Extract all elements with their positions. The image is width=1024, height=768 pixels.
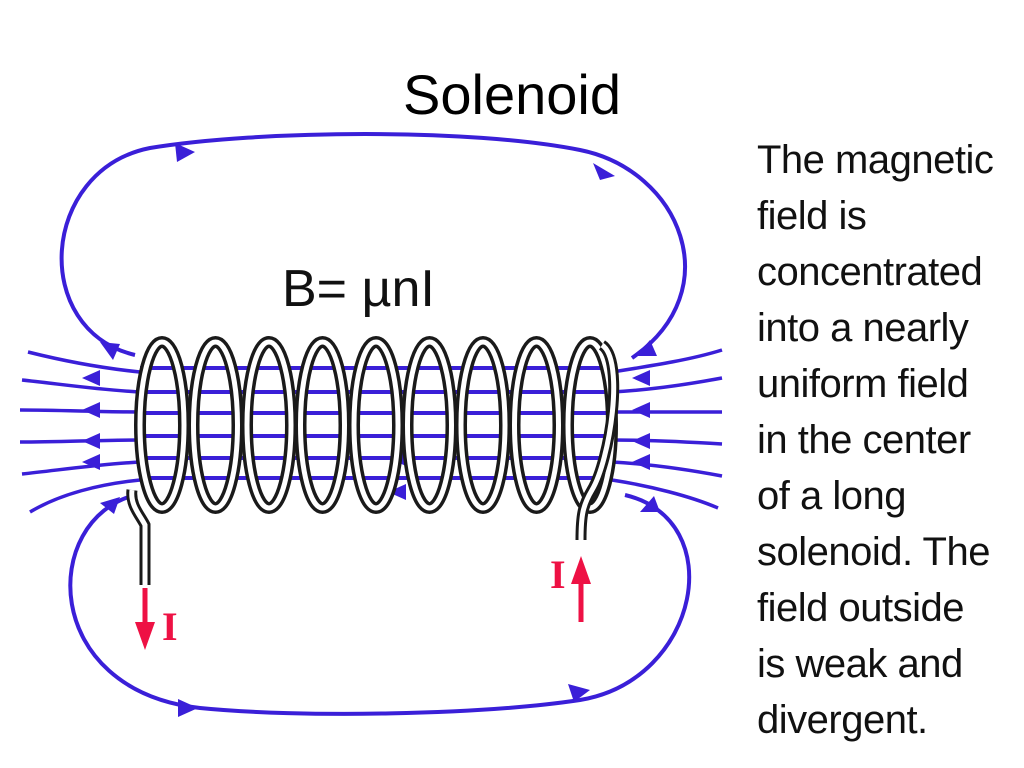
top-field-loop (59, 132, 687, 360)
solenoid-coil (134, 336, 618, 514)
arrow-head (632, 402, 650, 418)
current-label-right: I (550, 552, 566, 597)
arrow-head (82, 370, 100, 386)
interior-field-lines (140, 366, 612, 480)
arrow-head (593, 163, 615, 180)
left-fringe-line (19, 438, 141, 444)
description-line: divergent. (757, 698, 928, 742)
arrow-head (632, 370, 650, 386)
right-fringe-line (611, 478, 719, 510)
coil-turn-inner (298, 339, 347, 511)
current-arrow-left-head (135, 622, 155, 650)
coil-turn-inner (405, 339, 454, 511)
arrow-head (100, 342, 120, 360)
bottom-field-loop (68, 493, 692, 716)
lead-wires (126, 340, 620, 585)
fringe-field-lines (19, 348, 723, 514)
arrow-head (82, 454, 100, 470)
description-line: concentrated (757, 250, 983, 294)
current-label-left: I (162, 604, 178, 649)
arrow-head (636, 340, 657, 356)
arrow-head (632, 433, 650, 449)
arrow-head (82, 402, 100, 418)
left-fringe-line (19, 408, 141, 414)
left-lead-wire-inner (129, 489, 148, 585)
left-fringe-line (21, 378, 141, 394)
current-indicators: I I (135, 552, 591, 650)
description-line: solenoid. The (757, 530, 990, 574)
description-line: of a long (757, 474, 906, 518)
coil-turn-inner (351, 339, 401, 511)
right-fringe-line (611, 438, 723, 446)
description-line: uniform field (757, 362, 969, 406)
formula-label: B= µnI (282, 260, 435, 318)
right-fringe-line (611, 348, 723, 374)
right-fringe-line (611, 376, 723, 394)
coil-turn-inner (512, 339, 561, 511)
coil-turn-inner (458, 339, 508, 511)
slide-title: Solenoid (403, 63, 621, 126)
right-lead-wire-inner (578, 342, 617, 541)
left-fringe-line (29, 478, 141, 514)
arrow-head (632, 454, 650, 470)
coil-turn-inner (244, 339, 294, 511)
arrow-head (568, 684, 590, 702)
arrow-head (82, 433, 100, 449)
arrow-head (175, 143, 195, 162)
fringe-arrows (82, 370, 650, 470)
arrow-head (100, 497, 120, 514)
left-fringe-line (21, 460, 141, 476)
description-line: The magnetic (757, 138, 994, 182)
outer-arrows (100, 143, 660, 717)
description-line: into a nearly (757, 306, 969, 350)
outer-field-lines (59, 132, 692, 716)
arrow-head (388, 484, 406, 500)
description-line: field is (757, 194, 867, 238)
description-line: is weak and (757, 642, 963, 686)
right-fringe-line (611, 460, 723, 478)
current-arrow-right-head (571, 556, 591, 584)
coil-turn-inner (191, 339, 240, 511)
left-fringe-line (27, 350, 141, 374)
description-line: field outside (757, 586, 964, 630)
coil-turn-inner (137, 339, 187, 511)
arrow-head (178, 699, 198, 717)
arrow-head (640, 496, 660, 512)
description-line: in the center (757, 418, 971, 462)
